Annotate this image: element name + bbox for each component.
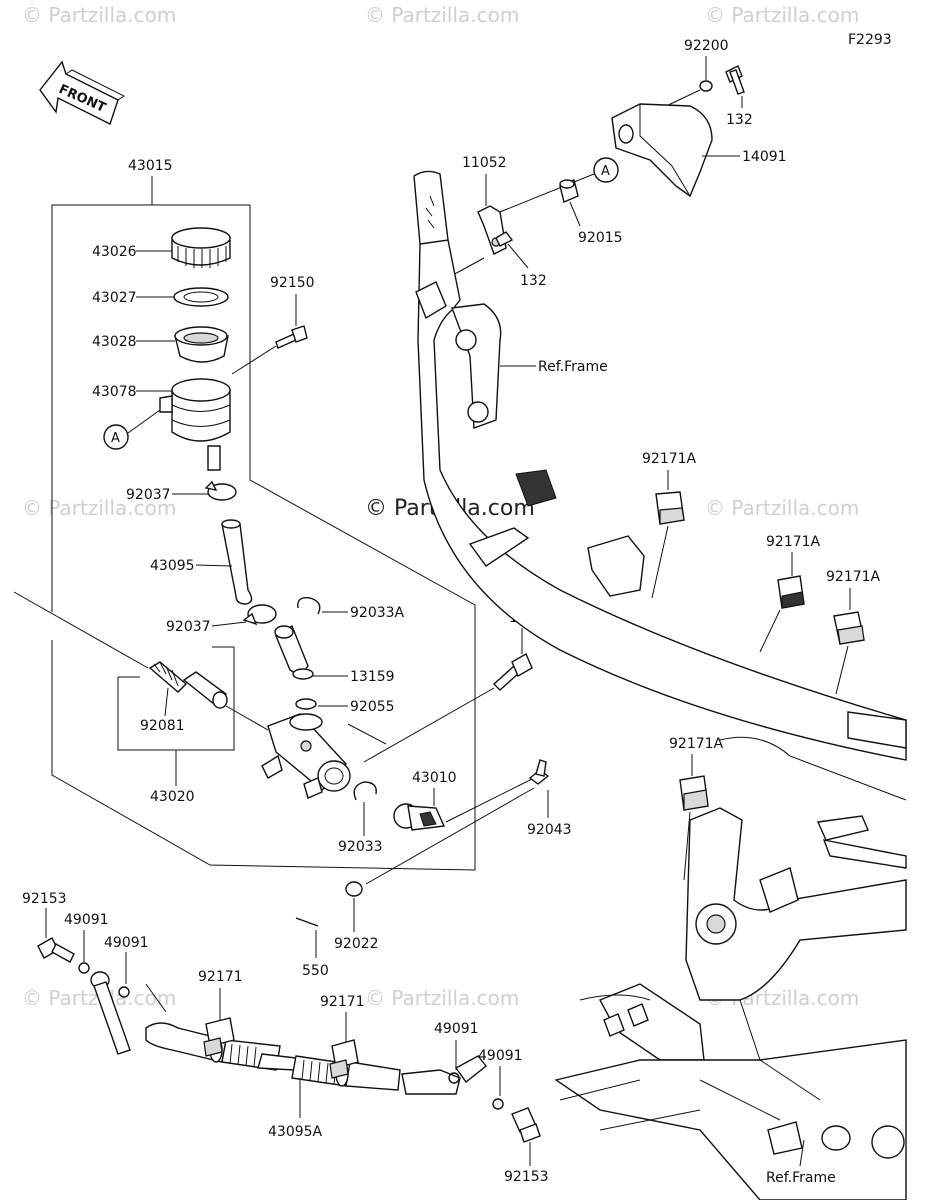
clamp-92037-top [204, 480, 237, 501]
reservoir-cap [171, 227, 231, 268]
label-11052: 11052 [462, 155, 507, 171]
label-49091-d: 49091 [478, 1048, 523, 1064]
washer-49091-a [78, 962, 90, 974]
washer-49091-b [118, 986, 130, 998]
fitting-13159 [274, 624, 314, 680]
cover-14091 [611, 103, 713, 198]
label-550: 550 [302, 963, 329, 979]
bolt-132-mid [495, 231, 514, 247]
frame-lower [554, 736, 907, 1200]
watermark-top-right: © Partzilla.com [705, 3, 859, 27]
label-92037-mid: 92037 [166, 619, 211, 635]
label-49091-a: 49091 [64, 912, 109, 928]
hose-43095 [221, 519, 253, 605]
cotter-pin-550 [295, 917, 319, 927]
washer-49091-c [448, 1072, 460, 1084]
frame-upper [413, 170, 907, 761]
label-14091: 14091 [742, 149, 787, 165]
label-43026: 43026 [92, 244, 137, 260]
clamp-92171A-b [777, 575, 805, 609]
label-ref-frame-top: Ref.Frame [538, 359, 608, 375]
label-a-right: A [601, 164, 610, 179]
reservoir [159, 378, 231, 471]
label-92015: 92015 [578, 230, 623, 246]
label-92055: 92055 [350, 699, 395, 715]
label-92200: 92200 [684, 38, 729, 54]
washer-92022 [345, 881, 363, 897]
label-132-mid: 132 [520, 273, 547, 289]
clamp-92171A-d [679, 775, 709, 811]
label-43078: 43078 [92, 384, 137, 400]
label-92153-left: 92153 [22, 891, 67, 907]
label-43095: 43095 [150, 558, 195, 574]
circlip-92033 [353, 781, 377, 801]
callout-a-left [103, 424, 129, 450]
label-92153-right: 92153 [504, 1169, 549, 1185]
watermark-top-left: © Partzilla.com [22, 3, 176, 27]
label-92171A-c: 92171A [826, 569, 881, 585]
label-92171A-a: 92171A [642, 451, 697, 467]
bracket-11052 [477, 205, 507, 255]
label-43010: 43010 [412, 770, 457, 786]
label-92171-a: 92171 [198, 969, 243, 985]
label-92150: 92150 [270, 275, 315, 291]
brake-hose-43095A [90, 971, 487, 1095]
watermark-top-center: © Partzilla.com [365, 3, 519, 27]
collar-92015 [559, 179, 579, 203]
watermark-mid-left: © Partzilla.com [22, 496, 176, 520]
label-43095A: 43095A [268, 1124, 323, 1140]
watermark-mid-right: © Partzilla.com [705, 496, 859, 520]
bolt-130 [492, 653, 533, 691]
label-43015: 43015 [128, 158, 173, 174]
label-43027: 43027 [92, 290, 137, 306]
label-43028: 43028 [92, 334, 137, 350]
label-92033A: 92033A [350, 605, 405, 621]
label-ref-frame-bottom: Ref.Frame [766, 1170, 836, 1186]
circlip-92033A [297, 597, 321, 615]
label-43020: 43020 [150, 789, 195, 805]
clamp-92171-a [203, 1017, 235, 1057]
clamp-92037-mid [242, 604, 277, 626]
label-92043: 92043 [527, 822, 572, 838]
clamp-92171A-c [833, 611, 865, 645]
pin-92043 [528, 759, 550, 785]
label-92022: 92022 [334, 936, 379, 952]
figure-code: F2293 [848, 32, 892, 48]
label-92171A-b: 92171A [766, 534, 821, 550]
bolt-132-top [725, 65, 745, 95]
bracket-43015 [51, 204, 476, 871]
watermark-bottom-center: © Partzilla.com [365, 986, 519, 1010]
front-arrow-icon: FRONT [39, 60, 125, 125]
screw-92150 [275, 325, 308, 349]
piston-spring-92081 [148, 661, 228, 709]
label-13159: 13159 [350, 669, 395, 685]
label-132-top: 132 [726, 112, 753, 128]
diaphragm-plate [173, 287, 229, 307]
washer-92200 [699, 80, 713, 92]
label-a-left: A [111, 431, 120, 446]
label-49091-b: 49091 [104, 935, 149, 951]
clamp-92171-b [329, 1039, 359, 1079]
washer-49091-d [492, 1098, 504, 1110]
master-cylinder-body [261, 713, 351, 799]
clamp-92171A-a [655, 491, 685, 525]
oring-92055 [295, 698, 317, 710]
banjo-bolt-92153-left [37, 937, 75, 963]
label-49091-c: 49091 [434, 1021, 479, 1037]
label-92033: 92033 [338, 839, 383, 855]
label-92037-top: 92037 [126, 487, 171, 503]
label-92081: 92081 [140, 718, 185, 734]
label-92171-b: 92171 [320, 994, 365, 1010]
callout-a-right [593, 157, 619, 183]
label-92171A-d: 92171A [669, 736, 724, 752]
diaphragm [174, 326, 229, 363]
clevis-43010 [393, 803, 446, 831]
banjo-bolt-92153-right [511, 1107, 541, 1143]
